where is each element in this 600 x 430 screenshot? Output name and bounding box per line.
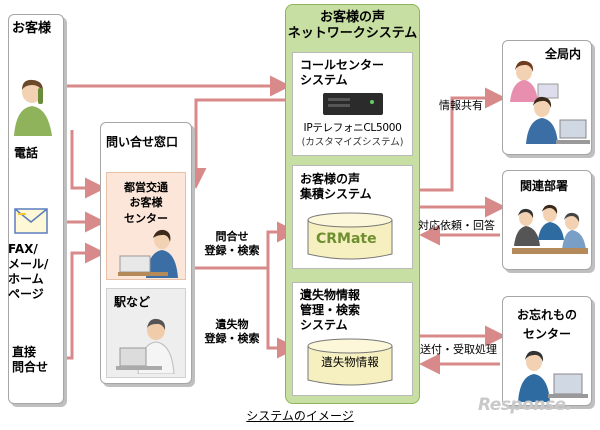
response-watermark: Response. bbox=[478, 395, 572, 415]
ip-phone-label: IPテレフォニCL5000 bbox=[303, 122, 402, 134]
call-center-title: コールセンター システム bbox=[300, 58, 385, 87]
customized-label: (カスタマイズシステム) bbox=[301, 137, 404, 148]
voice-system-title: お客様の声 集積システム bbox=[300, 172, 372, 201]
meeting-icon bbox=[512, 204, 588, 254]
customer-center-label: 都営交通 お客様 センター bbox=[124, 181, 168, 225]
inquiry-register-label: 問合せ 登録・検索 bbox=[204, 230, 260, 258]
fax-mail-label: FAX/ メール/ ホーム ページ bbox=[8, 242, 49, 301]
share-label: 情報共有 bbox=[439, 99, 483, 112]
arrow-phone-to-inquiry bbox=[70, 130, 106, 199]
lost-center-label: お忘れもの センター bbox=[516, 308, 577, 342]
phone-label: 電話 bbox=[14, 146, 39, 160]
crmate-label: CRMate bbox=[316, 231, 377, 247]
office-workers-icon bbox=[510, 60, 590, 144]
inquiry-title: 問い合せ窓口 bbox=[106, 135, 179, 149]
arrow-callcenter-to-inquiry bbox=[185, 98, 285, 189]
customer-title: お客様 bbox=[12, 21, 52, 36]
arrow-center-to-lost bbox=[186, 266, 298, 359]
operator-icon bbox=[118, 229, 178, 278]
direct-label: 直接 問合せ bbox=[12, 345, 49, 374]
phone-person-icon bbox=[14, 79, 52, 136]
lost-db-label: 遺失物情報 bbox=[321, 355, 379, 369]
lost-register-label: 遺失物 登録・検索 bbox=[204, 318, 260, 346]
lost-database-icon bbox=[307, 338, 393, 386]
lost-system-title: 遺失物情報 管理・検索 システム bbox=[300, 288, 361, 332]
crmate-database-icon bbox=[307, 212, 393, 260]
arrow-share bbox=[420, 87, 506, 192]
lost-center-staff-icon bbox=[518, 350, 588, 402]
station-staff-icon bbox=[116, 318, 175, 374]
request-label: 対応依頼・回答 bbox=[418, 219, 495, 232]
server-icon bbox=[323, 93, 383, 115]
station-label: 駅など bbox=[114, 295, 151, 309]
departments-label: 関連部署 bbox=[520, 179, 569, 193]
mail-icon bbox=[14, 208, 48, 234]
network-system-title: お客様の声 ネットワークシステム bbox=[287, 10, 418, 42]
all-offices-label: 全局内 bbox=[545, 47, 582, 61]
send-label: 送付・受取処理 bbox=[420, 343, 497, 356]
diagram-caption: システムのイメージ bbox=[246, 409, 354, 423]
